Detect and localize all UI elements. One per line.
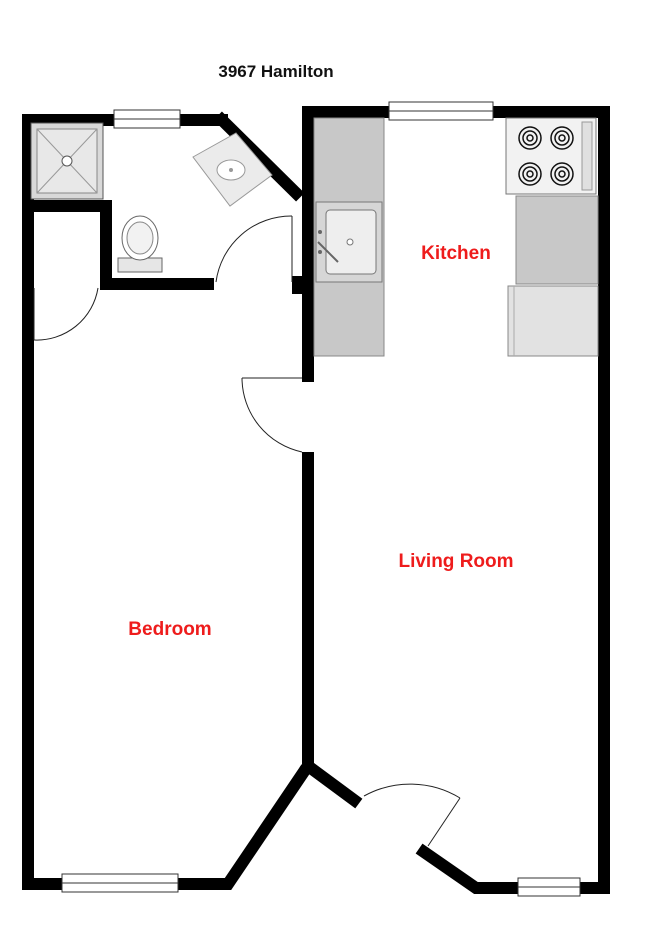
living-room-entry-wall <box>299 757 363 809</box>
living-room-window <box>517 877 581 897</box>
bathroom-window <box>113 109 181 129</box>
interior-door <box>241 377 303 453</box>
room-label-living-room: Living Room <box>398 551 513 572</box>
room-label-bedroom: Bedroom <box>128 619 211 640</box>
bedroom-window <box>61 873 179 893</box>
bathroom-door <box>215 215 293 283</box>
room-label-kitchen: Kitchen <box>421 243 491 264</box>
left-unit-outer-wall <box>213 111 305 202</box>
doors <box>33 215 461 847</box>
bathroom-fixtures <box>30 122 273 273</box>
bathroom-inner-wall <box>22 200 214 290</box>
kitchen-left-wall <box>302 106 610 894</box>
windows <box>61 101 581 897</box>
kitchen-fixtures <box>313 117 599 357</box>
bathroom-sink-icon <box>192 132 273 207</box>
stove-icon <box>505 117 597 195</box>
kitchen-window <box>388 101 494 121</box>
room-labels: Kitchen Living Room Bedroom <box>128 243 513 640</box>
right-counter <box>515 195 599 285</box>
plan-title: 3967 Hamilton <box>218 62 333 81</box>
entry-door <box>363 783 461 847</box>
refrigerator-icon <box>507 285 599 357</box>
bedroom-bathroom-top-wall <box>22 114 312 890</box>
shower-icon <box>30 122 104 200</box>
walls <box>22 106 610 894</box>
toilet-icon <box>117 215 163 273</box>
kitchen-sink-icon <box>315 201 383 283</box>
bedroom-door <box>33 287 99 341</box>
